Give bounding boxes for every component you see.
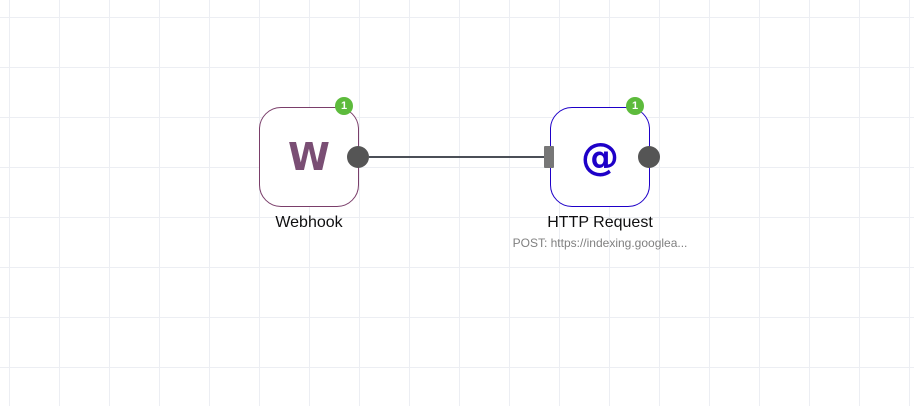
node-http-request-label: HTTP Request — [547, 214, 653, 231]
webhook-icon: W — [288, 135, 330, 179]
node-webhook-run-badge: 1 — [335, 97, 353, 115]
node-webhook-label: Webhook — [275, 214, 343, 231]
node-webhook[interactable]: W 1 Webhook — [259, 97, 369, 231]
node-webhook-box[interactable]: W — [259, 107, 359, 207]
node-http-request-input-handle[interactable] — [544, 146, 554, 168]
at-sign-icon: @ — [581, 135, 619, 179]
node-http-request-output-handle[interactable] — [638, 146, 660, 168]
node-http-request-subtitle: POST: https://indexing.googlea... — [512, 236, 688, 250]
node-http-request[interactable]: @ 1 HTTP Request POST: https://indexing.… — [513, 97, 687, 250]
node-http-request-box[interactable]: @ — [550, 107, 650, 207]
node-webhook-output-handle[interactable] — [347, 146, 369, 168]
node-http-request-run-badge: 1 — [626, 97, 644, 115]
